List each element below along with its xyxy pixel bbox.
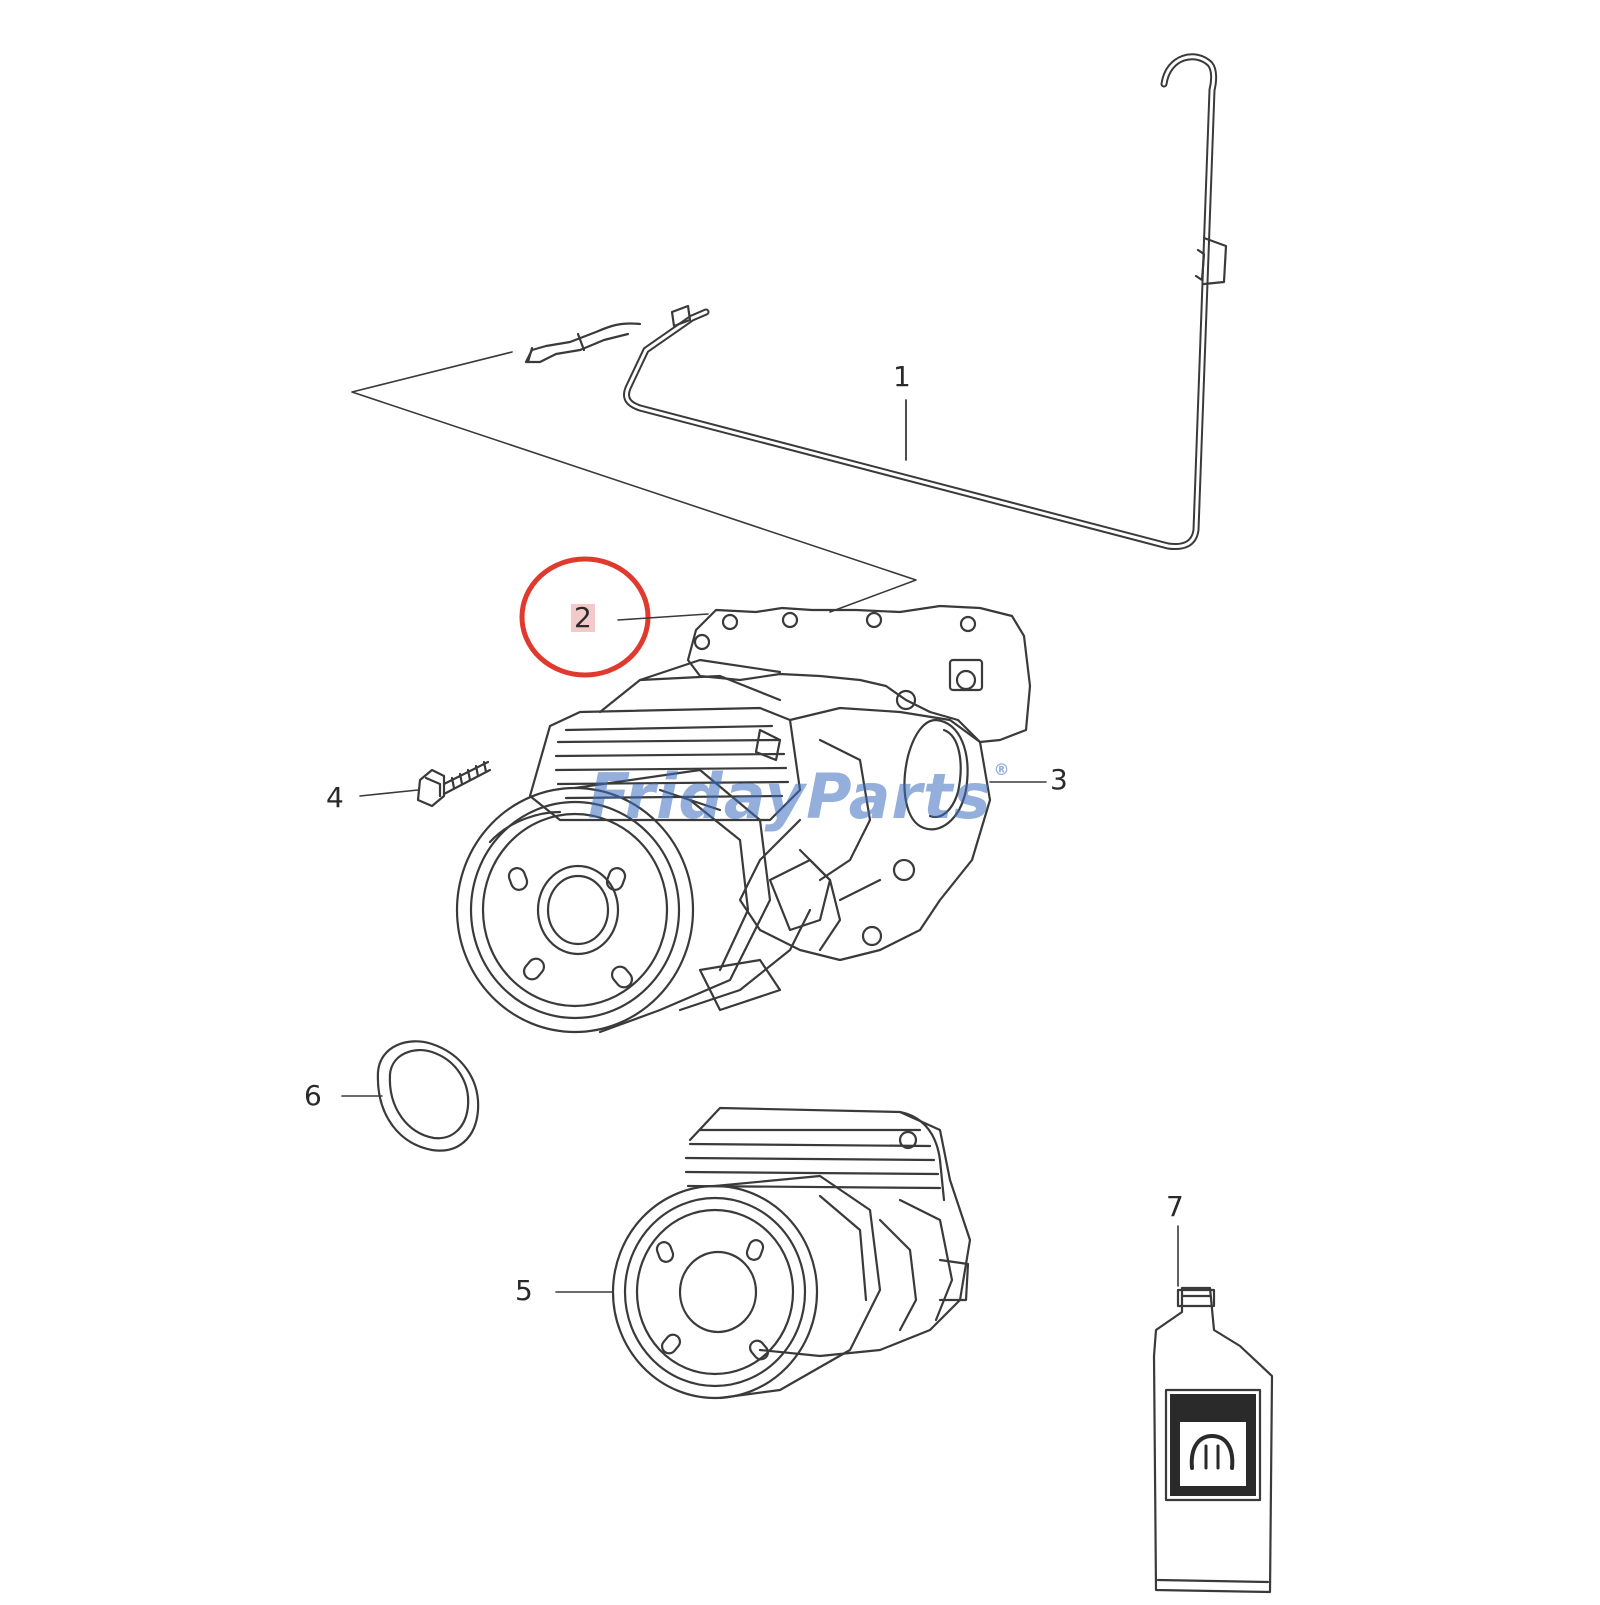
watermark-registered: ® <box>993 760 1011 779</box>
callout-7[interactable]: 7 <box>1166 1190 1184 1223</box>
axle-housing-upper <box>455 604 1047 1034</box>
axle-assembly-lower <box>555 1106 972 1400</box>
highlight-ring <box>519 556 709 678</box>
vent-tube <box>524 53 1228 551</box>
assembly-lines <box>351 351 917 613</box>
callout-1[interactable]: 1 <box>893 360 911 393</box>
watermark: FridayParts® <box>588 760 1011 833</box>
callout-3[interactable]: 3 <box>1050 763 1068 796</box>
callout-5[interactable]: 5 <box>515 1274 533 1307</box>
seal <box>341 1040 480 1152</box>
watermark-text: FridayParts <box>588 760 992 833</box>
callout-4[interactable]: 4 <box>326 781 344 814</box>
bolt <box>359 760 492 808</box>
lubricant-bottle <box>1152 1225 1274 1594</box>
callout-2[interactable]: 2 <box>571 604 595 632</box>
callout-6[interactable]: 6 <box>304 1079 322 1112</box>
